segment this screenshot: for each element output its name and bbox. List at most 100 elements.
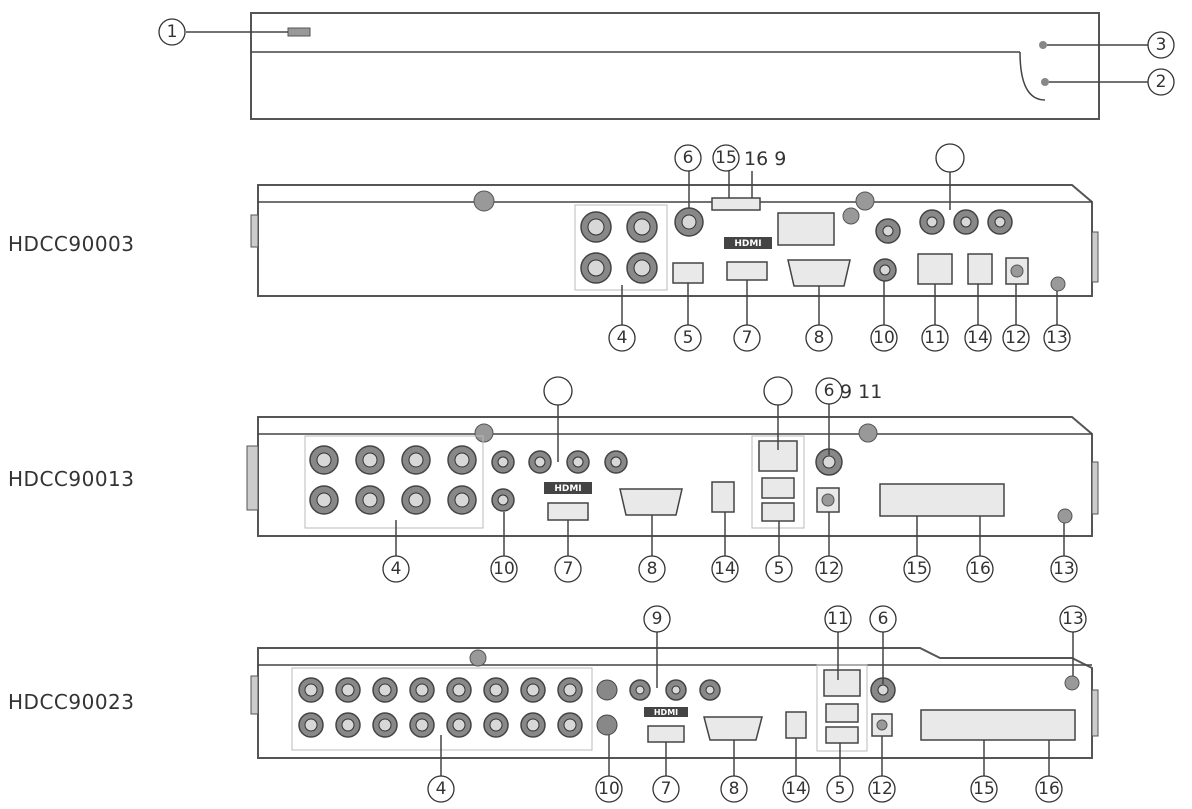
callout-m1-empty xyxy=(935,143,965,173)
svg-text:14: 14 xyxy=(967,328,989,348)
callout-m2-5: 5 xyxy=(765,555,793,583)
svg-text:10: 10 xyxy=(598,779,620,799)
front-status-led xyxy=(1039,41,1047,49)
callout-m3-15: 15 xyxy=(970,775,998,803)
callout-m3-6: 6 xyxy=(869,605,897,633)
front-led-indicator xyxy=(287,27,311,37)
callout-m1-8: 8 xyxy=(805,324,833,352)
svg-text:5: 5 xyxy=(835,779,846,799)
model-label-hdcc90023: HDCC90023 xyxy=(8,690,135,714)
svg-text:10: 10 xyxy=(873,328,895,348)
hdmi-port xyxy=(647,725,685,743)
svg-text:3: 3 xyxy=(1156,35,1167,55)
callout-m2-8: 8 xyxy=(638,555,666,583)
svg-text:16: 16 xyxy=(1038,779,1060,799)
svg-text:15: 15 xyxy=(715,148,737,168)
callout-m1-14: 14 xyxy=(964,324,992,352)
usb-port xyxy=(761,477,795,499)
audio-out xyxy=(596,714,618,736)
svg-text:11: 11 xyxy=(827,609,849,629)
usb-port xyxy=(825,726,859,744)
svg-text:5: 5 xyxy=(683,328,694,348)
svg-text:8: 8 xyxy=(814,328,825,348)
svg-text:12: 12 xyxy=(818,559,840,579)
svg-text:7: 7 xyxy=(661,779,672,799)
svg-text:5: 5 xyxy=(774,559,785,579)
callout-m2-16: 16 xyxy=(966,555,994,583)
ground-screw xyxy=(1050,276,1066,292)
svg-text:13: 13 xyxy=(1046,328,1068,348)
callout-front-2: 2 xyxy=(1147,68,1175,96)
svg-text:HDMI: HDMI xyxy=(554,484,581,494)
svg-text:7: 7 xyxy=(742,328,753,348)
model-label-hdcc90003: HDCC90003 xyxy=(8,232,135,256)
rs485-port xyxy=(711,481,735,513)
usb-port xyxy=(761,502,795,522)
callout-m3-9: 9 xyxy=(643,605,671,633)
ground-screw xyxy=(1057,508,1073,524)
callout-m2-15: 15 xyxy=(903,555,931,583)
callout-m3-11: 11 xyxy=(824,605,852,633)
svg-text:13: 13 xyxy=(1062,609,1084,629)
callout-m2-empty xyxy=(543,376,573,406)
hdmi-port xyxy=(547,502,589,521)
callout-m1-11: 11 xyxy=(921,324,949,352)
ground-screw xyxy=(1064,675,1080,691)
screw xyxy=(473,190,495,212)
svg-text:HDMI: HDMI xyxy=(734,239,761,249)
svg-text:HDMI: HDMI xyxy=(654,708,678,717)
callout-m1-16-9: 16 9 xyxy=(744,148,786,170)
callout-m3-8: 8 xyxy=(720,775,748,803)
rs485-port xyxy=(785,711,807,739)
svg-text:9: 9 xyxy=(652,609,663,629)
callout-m2-10: 10 xyxy=(490,555,518,583)
front-power-led xyxy=(1041,78,1049,86)
callout-m3-4: 4 xyxy=(427,775,455,803)
callout-m3-13: 13 xyxy=(1059,605,1087,633)
callout-m2-12: 12 xyxy=(815,555,843,583)
callout-m3-12: 12 xyxy=(868,775,896,803)
svg-text:15: 15 xyxy=(973,779,995,799)
screw xyxy=(855,191,875,211)
hdmi-port xyxy=(726,261,768,281)
svg-text:12: 12 xyxy=(871,779,893,799)
callout-front-1: 1 xyxy=(158,18,186,46)
callout-m3-7: 7 xyxy=(652,775,680,803)
bnc-video-inputs xyxy=(298,677,583,738)
usb-port xyxy=(825,703,859,723)
svg-text:11: 11 xyxy=(924,328,946,348)
callout-m2-6: 6 xyxy=(815,377,843,405)
svg-text:2: 2 xyxy=(1156,72,1167,92)
vga-port xyxy=(619,488,683,516)
callout-m1-6: 6 xyxy=(674,144,702,172)
hdmi-logo xyxy=(644,707,688,717)
svg-text:14: 14 xyxy=(785,779,807,799)
svg-text:8: 8 xyxy=(729,779,740,799)
callout-m3-14: 14 xyxy=(782,775,810,803)
svg-text:4: 4 xyxy=(391,559,402,579)
svg-text:16: 16 xyxy=(969,559,991,579)
alarm-terminal xyxy=(879,483,1005,517)
callout-m1-10: 10 xyxy=(870,324,898,352)
callout-m1-13: 13 xyxy=(1043,324,1071,352)
vga-port xyxy=(787,259,851,287)
svg-text:6: 6 xyxy=(824,381,835,401)
callout-m2-empty xyxy=(763,376,793,406)
svg-text:7: 7 xyxy=(563,559,574,579)
rear-panel-hdcc90003: HDMI 6 15 16 9 4 5 7 8 xyxy=(250,143,1099,352)
callout-m2-4: 4 xyxy=(382,555,410,583)
svg-text:12: 12 xyxy=(1005,328,1027,348)
lan-port xyxy=(917,253,953,285)
callout-m2-14: 14 xyxy=(711,555,739,583)
rs485-port xyxy=(967,253,993,285)
svg-text:4: 4 xyxy=(436,779,447,799)
bnc-video-inputs xyxy=(309,445,477,515)
svg-text:14: 14 xyxy=(714,559,736,579)
callout-m1-4: 4 xyxy=(608,324,636,352)
usb-port xyxy=(672,262,704,284)
callout-m1-5: 5 xyxy=(674,324,702,352)
bnc-video-inputs xyxy=(580,211,658,284)
rear-panel-hdcc90013: HDMI 6 9 11 4 10 7 8 14 5 12 xyxy=(246,376,1099,583)
svg-text:4: 4 xyxy=(617,328,628,348)
callout-m1-15: 15 xyxy=(712,144,740,172)
